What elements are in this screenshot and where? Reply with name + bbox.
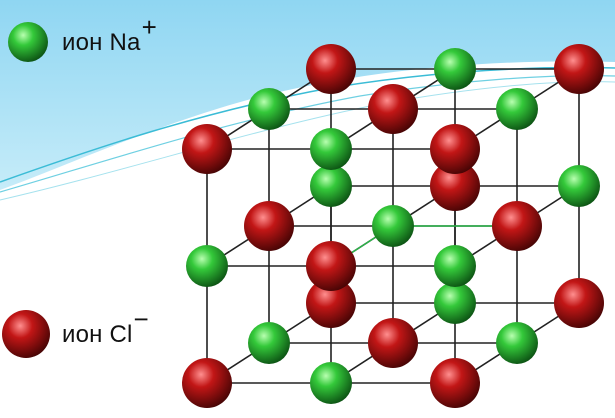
legend-chloride-charge: −	[133, 304, 149, 334]
sodium-ion	[372, 205, 414, 247]
chloride-ion	[492, 201, 542, 251]
sodium-ion	[496, 88, 538, 130]
chloride-ion	[306, 241, 356, 291]
chloride-ion	[554, 278, 604, 328]
chloride-ion	[368, 318, 418, 368]
sodium-ion	[248, 88, 290, 130]
background-wave-line	[0, 81, 615, 201]
chloride-ion	[430, 358, 480, 408]
sodium-ion	[310, 128, 352, 170]
sodium-ion	[248, 322, 290, 364]
background-wave	[0, 0, 615, 190]
chloride-ion	[306, 278, 356, 328]
legend-sodium-charge: +	[141, 12, 157, 42]
legend-chloride-text: ион Cl	[62, 321, 133, 348]
legend-sodium-label: ион Na+	[62, 12, 157, 57]
lattice-bonds	[330, 225, 517, 267]
sodium-ion	[434, 282, 476, 324]
chloride-ion	[554, 44, 604, 94]
background-wave-line	[0, 75, 615, 193]
sodium-ion	[434, 245, 476, 287]
chloride-ion	[368, 84, 418, 134]
chloride-ion	[182, 358, 232, 408]
sodium-ion	[496, 322, 538, 364]
sodium-ion	[434, 48, 476, 90]
legend-sodium-text: ион Na	[62, 29, 141, 56]
chloride-ion-icon	[2, 310, 50, 358]
sodium-ion	[558, 165, 600, 207]
lattice-ions	[182, 44, 604, 408]
sodium-ion	[186, 245, 228, 287]
chloride-ion	[430, 124, 480, 174]
chloride-ion	[306, 44, 356, 94]
sodium-ion-icon	[8, 22, 48, 62]
chloride-ion	[244, 201, 294, 251]
legend-chloride-label: ион Cl−	[62, 304, 149, 349]
chloride-ion	[182, 124, 232, 174]
chloride-ion	[430, 161, 480, 211]
sodium-ion	[310, 362, 352, 404]
sodium-ion	[310, 165, 352, 207]
